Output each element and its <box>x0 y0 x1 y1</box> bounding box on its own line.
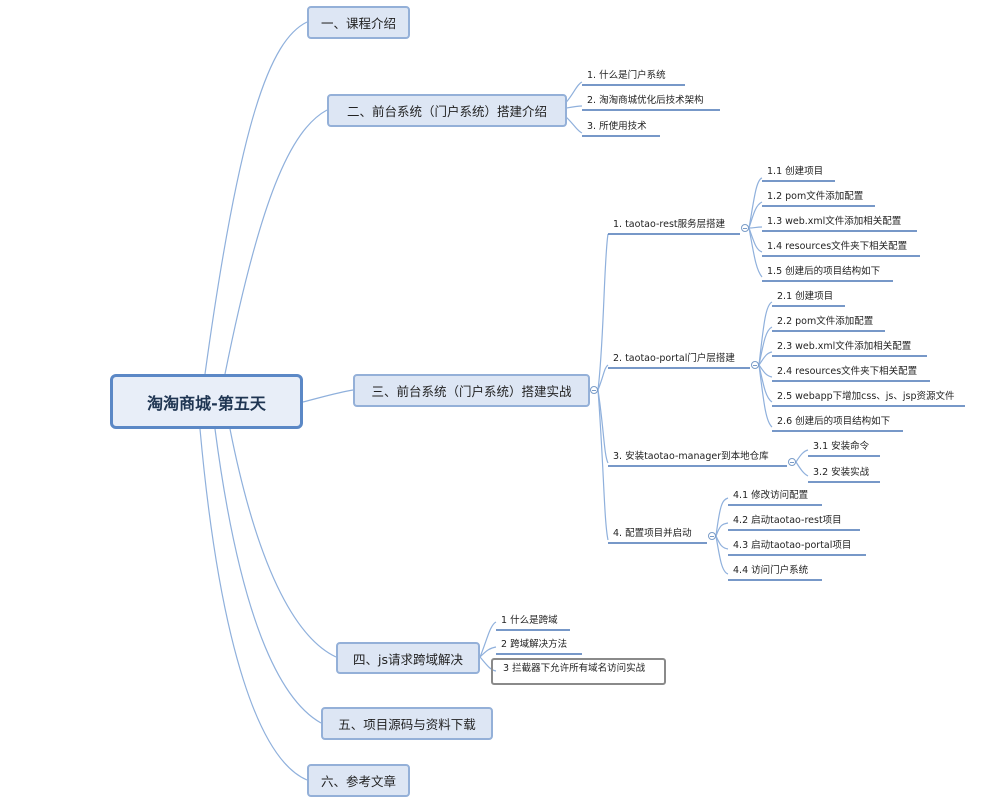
root-label: 淘淘商城-第五天 <box>147 393 266 413</box>
leaf-item-selected[interactable]: 3 拦截器下允许所有域名访问实战 <box>491 658 666 685</box>
connector-t5 <box>214 428 322 724</box>
topic-source-download[interactable]: 五、项目源码与资料下载 <box>321 707 493 740</box>
collapse-toggle[interactable] <box>741 224 749 232</box>
subtopic-config-start[interactable]: 4. 配置项目并启动 <box>613 528 692 539</box>
topic-label: 六、参考文章 <box>320 774 396 789</box>
topic-label: 三、前台系统（门户系统）搭建实战 <box>371 384 572 399</box>
topic-frontend-intro[interactable]: 二、前台系统（门户系统）搭建介绍 <box>327 94 567 127</box>
root-topic[interactable]: 淘淘商城-第五天 <box>110 374 303 429</box>
collapse-toggle[interactable] <box>590 386 598 394</box>
topic-frontend-practice[interactable]: 三、前台系统（门户系统）搭建实战 <box>353 374 590 407</box>
connector-t3 <box>302 389 354 403</box>
subtopic-rest-layer[interactable]: 1. taotao-rest服务层搭建 <box>613 219 726 230</box>
connector-t6 <box>199 428 308 781</box>
collapse-toggle[interactable] <box>788 458 796 466</box>
topic-label: 二、前台系统（门户系统）搭建介绍 <box>346 104 547 119</box>
leaf-item[interactable]: 2.6 创建后的项目结构如下 <box>777 416 891 427</box>
topic-label: 一、课程介绍 <box>320 16 396 31</box>
leaf-item[interactable]: 1.3 web.xml文件添加相关配置 <box>767 216 902 227</box>
topic-label: 四、js请求跨域解决 <box>353 651 463 667</box>
leaf-item[interactable]: 2.5 webapp下增加css、js、jsp资源文件 <box>777 391 955 402</box>
subtopic-portal-layer[interactable]: 2. taotao-portal门户层搭建 <box>613 353 735 364</box>
leaf-item[interactable]: 1.5 创建后的项目结构如下 <box>767 266 881 277</box>
leaf-item[interactable]: 2.2 pom文件添加配置 <box>777 316 874 327</box>
leaf-item[interactable]: 1.2 pom文件添加配置 <box>767 191 864 202</box>
leaf-item[interactable]: 4.3 启动taotao-portal项目 <box>733 540 852 551</box>
connector-t4 <box>229 428 337 658</box>
leaf-item[interactable]: 3.2 安装实战 <box>813 467 870 478</box>
leaf-item[interactable]: 4.2 启动taotao-rest项目 <box>733 515 842 526</box>
connector-t2 <box>224 109 328 375</box>
leaf-item[interactable]: 2.1 创建项目 <box>777 291 834 302</box>
leaf-item[interactable]: 1 什么是跨域 <box>501 615 558 626</box>
leaf-item[interactable]: 2 跨域解决方法 <box>501 639 568 650</box>
connector-t1 <box>204 21 308 375</box>
topic-label: 五、项目源码与资料下载 <box>338 717 476 732</box>
leaf-item[interactable]: 4.1 修改访问配置 <box>733 490 809 501</box>
leaf-item[interactable]: 2.3 web.xml文件添加相关配置 <box>777 341 912 352</box>
leaf-item[interactable]: 4.4 访问门户系统 <box>733 565 809 576</box>
collapse-toggle[interactable] <box>708 532 716 540</box>
collapse-toggle[interactable] <box>751 361 759 369</box>
leaf-item[interactable]: 1.1 创建项目 <box>767 166 824 177</box>
subtopic-item[interactable]: 2. 淘淘商城优化后技术架构 <box>587 95 704 106</box>
leaf-item[interactable]: 1.4 resources文件夹下相关配置 <box>767 241 908 252</box>
topic-cors[interactable]: 四、js请求跨域解决 <box>336 642 480 674</box>
subtopic-install-manager[interactable]: 3. 安装taotao-manager到本地仓库 <box>613 451 769 462</box>
leaf-item[interactable]: 3.1 安装命令 <box>813 441 870 452</box>
subtopic-item[interactable]: 3. 所使用技术 <box>587 121 647 132</box>
leaf-item[interactable]: 2.4 resources文件夹下相关配置 <box>777 366 918 377</box>
subtopic-item[interactable]: 1. 什么是门户系统 <box>587 70 666 81</box>
topic-course-intro[interactable]: 一、课程介绍 <box>307 6 410 39</box>
topic-references[interactable]: 六、参考文章 <box>307 764 410 797</box>
